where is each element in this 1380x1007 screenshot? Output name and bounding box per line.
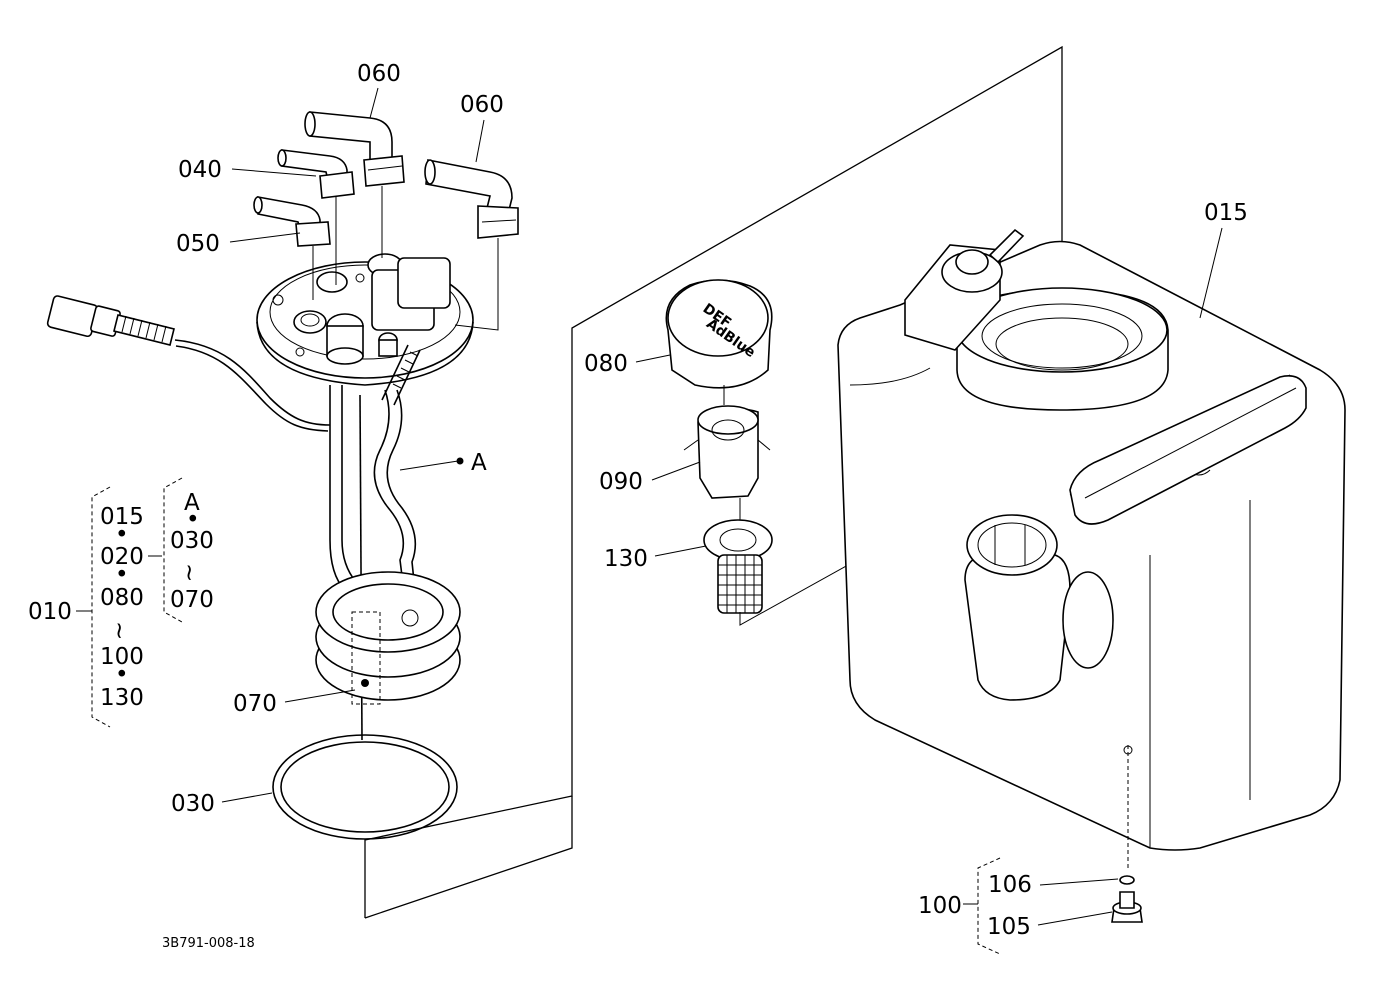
o-ring-030 (272, 734, 458, 840)
legend-item-015: 015 (100, 504, 144, 530)
legend-item-A: A (184, 490, 200, 516)
callout-105: 105 (987, 914, 1031, 940)
legend-tilde-2: ~ (176, 563, 202, 582)
callout-060-right: 060 (460, 92, 504, 118)
callout-080: 080 (584, 351, 628, 377)
legend-item-130: 130 (100, 685, 144, 711)
leader-lines (221, 87, 1223, 926)
cap-080: DEF AdBlue (665, 279, 773, 389)
legend-item-080: 080 (100, 585, 144, 611)
callout-100: 100 (918, 893, 962, 919)
legend-item-030: 030 (170, 528, 214, 554)
callout-030: 030 (171, 791, 215, 817)
callout-040: 040 (178, 157, 222, 183)
callout-090: 090 (599, 469, 643, 495)
legend-parent-010: 010 (28, 599, 72, 625)
callout-106: 106 (988, 872, 1032, 898)
legend-item-100: 100 (100, 644, 144, 670)
legend-item-020: 020 (100, 544, 144, 570)
legend-dot-4: • (186, 507, 200, 533)
callout-labels: 060 060 040 050 A 015 080 090 130 070 03… (171, 61, 1248, 940)
callout-060-left: 060 (357, 61, 401, 87)
callout-015: 015 (1204, 200, 1248, 226)
callout-130: 130 (604, 546, 648, 572)
callout-070: 070 (233, 691, 277, 717)
tank-015 (837, 228, 1346, 870)
hose-fittings (253, 111, 519, 331)
legend-tilde-1: ~ (106, 621, 132, 640)
callout-A: A (471, 450, 487, 476)
drain-plug-105 (1111, 875, 1143, 923)
legend-item-070: 070 (170, 587, 214, 613)
legend-dot-1: • (115, 522, 129, 548)
legend-dot-2: • (115, 562, 129, 588)
strainer-130 (703, 519, 773, 614)
assembly-legend: 010 015 • 020 • 080 ~ 100 • 130 A • 030 … (28, 477, 214, 728)
callout-050: 050 (176, 231, 220, 257)
cable-connector (46, 295, 331, 432)
adapter-090 (683, 405, 771, 499)
sender-unit (46, 253, 474, 741)
drawing-number: 3B791-008-18 (162, 936, 255, 951)
legend-dot-3: • (115, 662, 129, 688)
bracket-100 (963, 857, 1001, 955)
assembly-frame (364, 45, 1063, 919)
